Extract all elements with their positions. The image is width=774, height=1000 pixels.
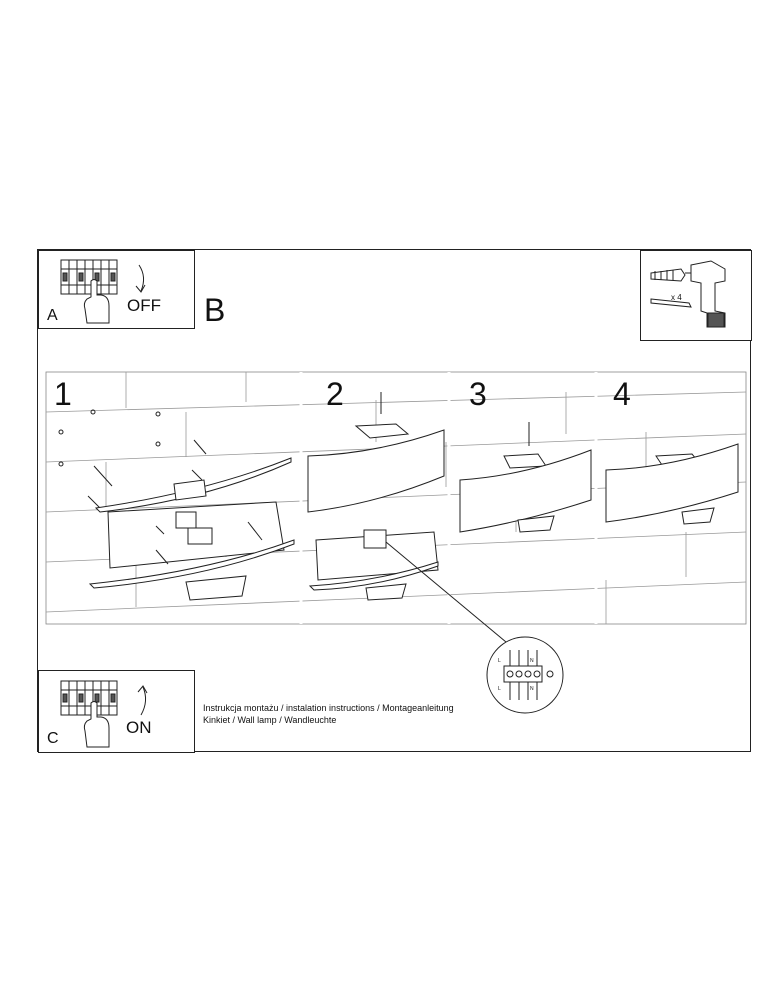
terminal-label: L (498, 686, 501, 692)
power-off-label: OFF (127, 296, 161, 315)
earth-symbol-icon (546, 670, 554, 678)
step-1-illustration (58, 409, 295, 601)
brick-wall-background (45, 371, 747, 643)
wall-plug-icon (650, 268, 686, 282)
step-4-number: 4 (613, 376, 631, 412)
caption-line-2: Kinkiet / Wall lamp / Wandleuchte (203, 715, 337, 725)
power-on-label: ON (126, 718, 152, 737)
screw-icon (155, 549, 169, 565)
step-3-illustration (459, 422, 592, 533)
lamp-socket-icon (187, 527, 213, 545)
lamp-bottom-cap (185, 575, 247, 601)
panel-c-power-on: C (38, 670, 195, 753)
step-1-number: 1 (54, 376, 72, 412)
terminal-block-illustration (486, 636, 564, 714)
step-4-illustration (605, 443, 739, 525)
fixings-quantity: x 4 (671, 293, 682, 302)
instructions-caption: Instrukcja montażu / instalation instruc… (203, 702, 454, 726)
mounting-plate (354, 423, 410, 439)
lamp-bottom-cap (681, 507, 715, 525)
lamp-socket-icon (363, 529, 387, 549)
installation-steps: 1 2 3 4 (45, 371, 747, 643)
wiring-leader-line (385, 541, 507, 643)
glass-shade (307, 429, 445, 513)
glass-top-edge (94, 457, 292, 513)
step-3-number: 3 (469, 376, 487, 412)
glass-bottom-edge (308, 561, 439, 591)
lamp-bottom-cap (517, 515, 555, 533)
lamp-socket-icon (175, 511, 197, 529)
glass-shade (459, 449, 592, 533)
mounting-plate (173, 479, 207, 501)
step-2-number: 2 (326, 376, 344, 412)
screw-icon (93, 465, 113, 487)
terminal-label: N (530, 658, 534, 664)
hand-icon (83, 279, 110, 324)
drill-icon (690, 260, 726, 328)
breaker-switch-illustration (60, 680, 148, 748)
step-b-letter: B (204, 292, 226, 328)
screw-icon (247, 521, 263, 541)
arrow-up-icon (140, 686, 147, 716)
terminal-label: N (530, 686, 534, 692)
mounting-bracket (315, 531, 439, 581)
glass-bottom-edge (88, 539, 295, 589)
step-2-illustration (307, 392, 507, 643)
screw-icon (193, 439, 207, 455)
hand-icon (83, 701, 110, 748)
wiring-detail: L N L N (486, 636, 564, 714)
mounting-plate (503, 453, 547, 469)
terminal-label: L (498, 658, 501, 664)
screw-icon (191, 469, 203, 481)
instruction-sheet: A OFF B x 4 (37, 249, 752, 753)
tools-panel: x 4 (640, 250, 752, 341)
arrow-down-icon (138, 264, 145, 292)
screw-icon (650, 298, 692, 308)
panel-a-power-off: A OFF (38, 250, 195, 329)
panel-c-letter: C (47, 730, 59, 747)
glass-shade (605, 443, 739, 523)
lamp-bottom-cap (365, 583, 407, 601)
screw-icon (155, 525, 165, 535)
drill-and-fixings-illustration (650, 260, 726, 328)
panel-a-letter: A (47, 307, 58, 324)
caption-line-1: Instrukcja montażu / instalation instruc… (203, 703, 454, 713)
breaker-switch-illustration (60, 259, 146, 324)
